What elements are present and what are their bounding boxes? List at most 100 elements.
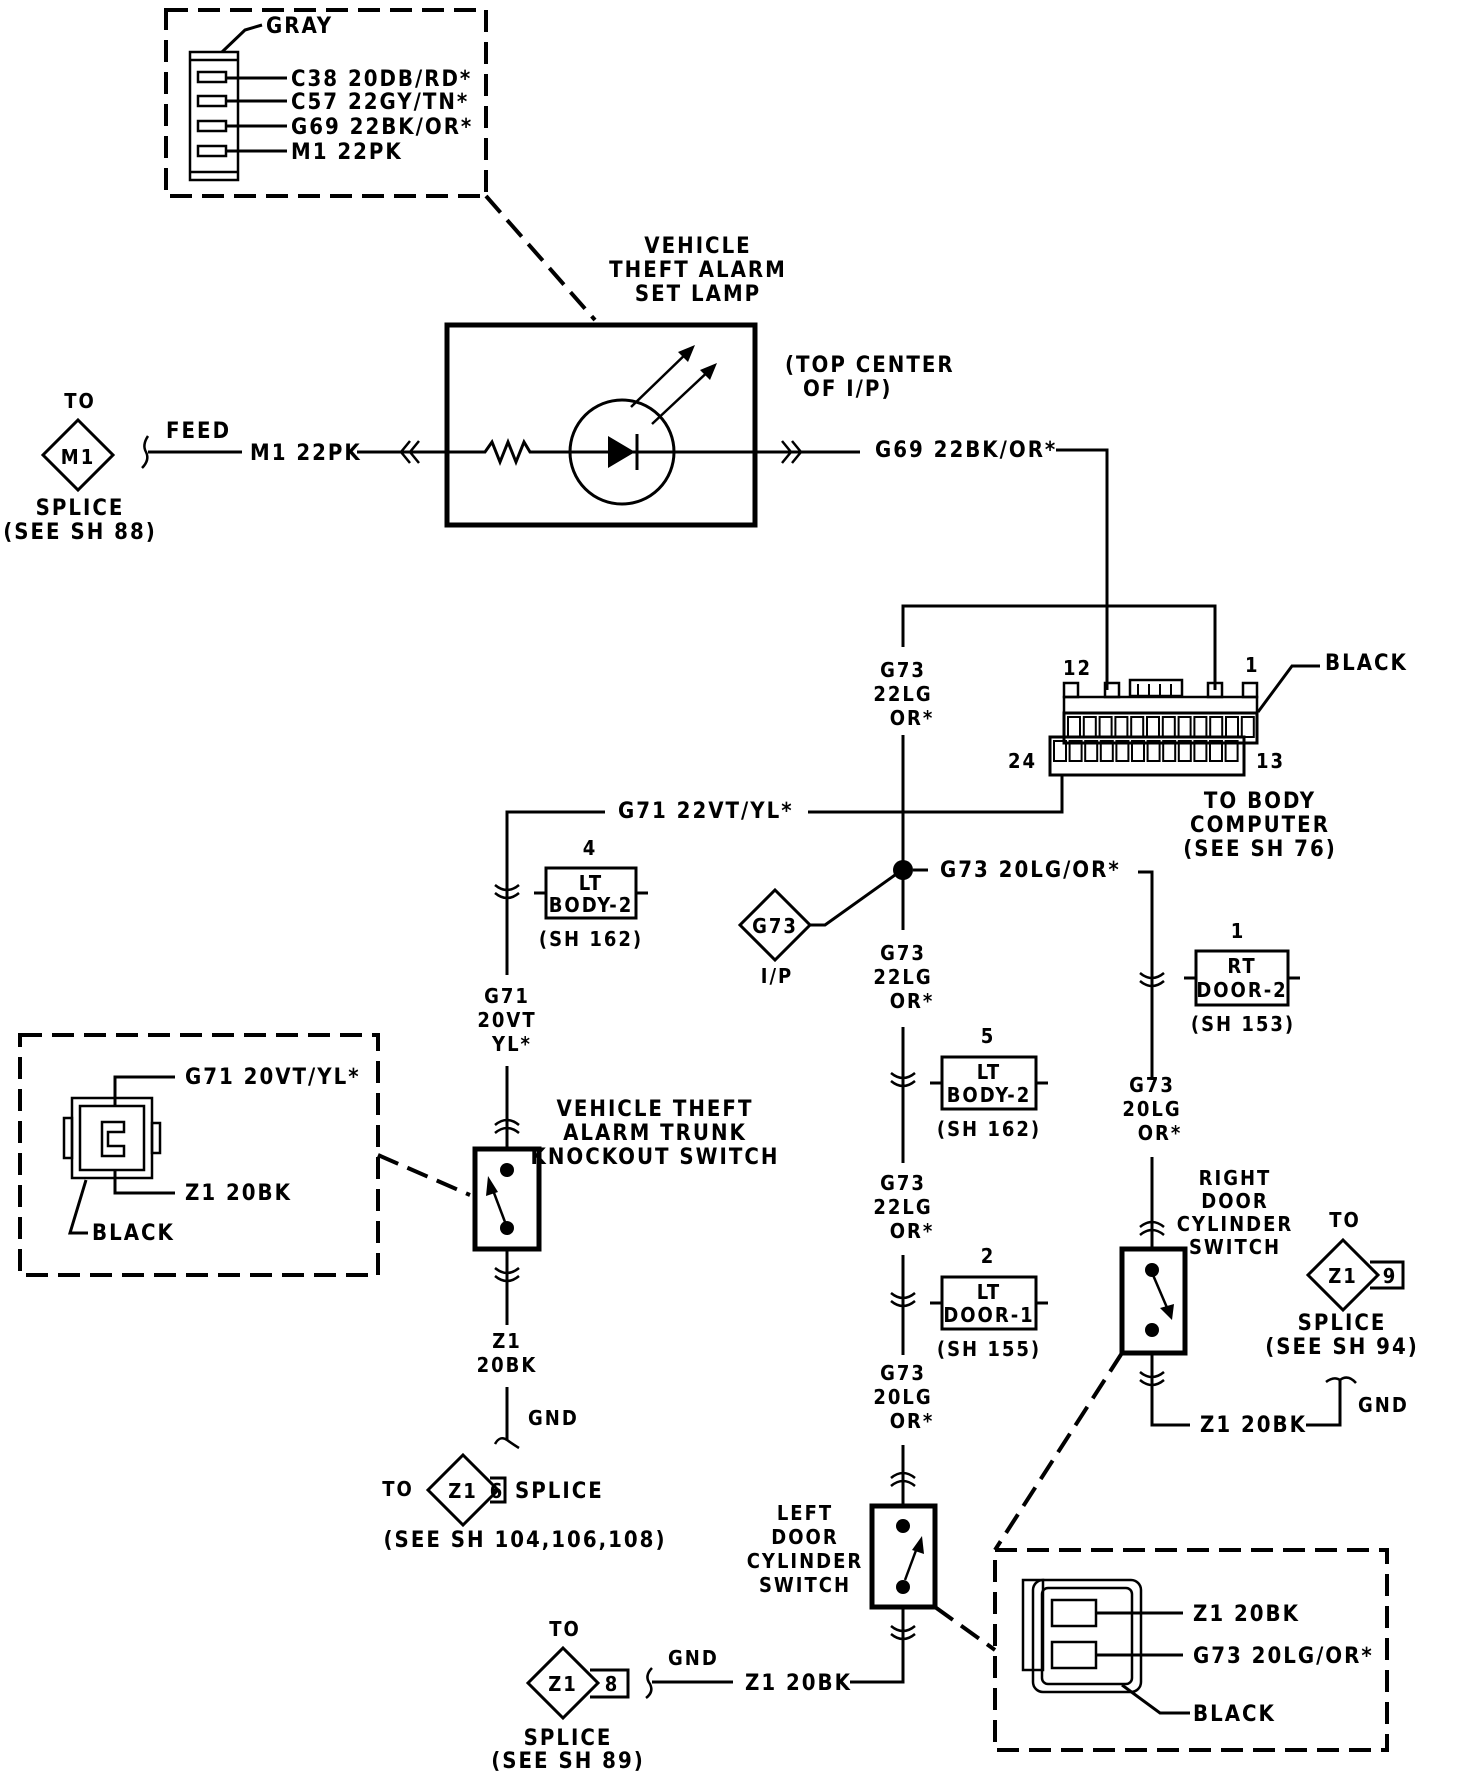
wire-label: OR*	[1138, 1121, 1183, 1145]
pin-label: Z1 20BK	[185, 1181, 292, 1206]
resistor-icon	[447, 437, 575, 467]
leader-arrow-icon	[67, 1179, 88, 1235]
m1-splice[interactable]: TO M1 SPLICE (SEE SH 88)	[3, 389, 157, 545]
pin-label: G71 20VT/YL*	[185, 1065, 361, 1090]
connector-label: LT	[977, 1280, 1001, 1304]
splice-number: 8	[605, 1672, 620, 1696]
splice-id: M1	[61, 445, 95, 469]
pin-label: M1 22PK	[291, 140, 403, 165]
wire-label: 20VT	[477, 1008, 536, 1032]
switch-label: LEFT	[777, 1501, 833, 1525]
connector-sheet: (SH 153)	[1191, 1012, 1295, 1036]
leader-arrow-icon	[1256, 664, 1320, 713]
inline-connector-1[interactable]: 1 RT DOOR-2 (SH 153)	[1184, 919, 1300, 1036]
wire-g71-right[interactable]	[808, 776, 1064, 814]
connector-pin-cell	[1146, 716, 1160, 738]
wire-z1-left[interactable]	[850, 1607, 905, 1684]
ground-id: G73	[752, 914, 798, 938]
connector-icon	[781, 440, 803, 464]
lamp-title: THEFT ALARM	[609, 258, 787, 283]
wire-label-g73-branch[interactable]: G73 20LG/OR*	[940, 858, 1121, 883]
switch-label: DOOR	[771, 1525, 838, 1549]
wire-label: OR*	[890, 1219, 935, 1243]
gnd-label: GND	[1358, 1393, 1409, 1417]
body-computer-connector[interactable]: 12 1 24 13 BLACK TO BODY COMPUTER (SEE S…	[1008, 651, 1408, 862]
z1-splice-8[interactable]: TO Z1 8 SPLICE (SEE SH 89)	[491, 1617, 645, 1774]
wire-label: 22LG	[873, 682, 932, 706]
connector-label: DOOR-2	[1196, 978, 1287, 1002]
diode-icon	[608, 436, 635, 468]
wire-label-g69[interactable]: G69 22BK/OR*	[875, 438, 1057, 463]
switch-arm-icon	[1151, 1274, 1170, 1311]
connector-icon	[1139, 972, 1165, 988]
connector-pin-cell	[1193, 740, 1208, 762]
body-computer-label: COMPUTER	[1190, 813, 1330, 838]
left-door-cylinder-switch[interactable]	[869, 1503, 938, 1610]
pin-number: 12	[1063, 656, 1092, 680]
wire-label[interactable]: Z1 20BK	[1200, 1413, 1307, 1438]
splice-sheet: (SEE SH 104,106,108)	[384, 1528, 667, 1553]
connector-label: LT	[977, 1060, 1001, 1084]
wire-label-g71[interactable]: G71 22VT/YL*	[618, 799, 794, 824]
lamp-location: OF I/P)	[803, 377, 892, 402]
pin-label: C38 20DB/RD*	[291, 67, 472, 92]
g73-ground-diamond[interactable]: G73 I/P	[737, 887, 813, 988]
connector-pin-cell	[1209, 716, 1224, 738]
splice-label: SPLICE	[36, 496, 125, 521]
pin-label: C57 22GY/TN*	[291, 90, 469, 115]
connector-pin-cell	[1131, 740, 1145, 762]
connector-pin-cell	[1240, 716, 1255, 738]
connector-label: RT	[1227, 954, 1256, 978]
wire-z1-right[interactable]	[1150, 1353, 1190, 1427]
detail-leader-line	[484, 194, 597, 322]
wire-label-m1[interactable]: M1 22PK	[250, 441, 362, 466]
inline-connector-2[interactable]: 2 LT DOOR-1 (SH 155)	[930, 1244, 1048, 1361]
wire-g73-right[interactable]	[1138, 870, 1154, 1080]
splice-number: 9	[1383, 1264, 1398, 1288]
connector-icon	[890, 1292, 916, 1308]
connector-icon	[1139, 1220, 1165, 1236]
connector-number: 1	[1231, 919, 1246, 943]
splice-junction-dot	[893, 860, 913, 880]
connector-pin-cell	[1053, 740, 1067, 762]
feed-label: FEED	[166, 419, 231, 444]
detail-leader-line	[377, 1153, 471, 1197]
z1-splice-9[interactable]: TO Z1 9 SPLICE (SEE SH 94)	[1265, 1208, 1419, 1360]
wire-g73-ground[interactable]	[810, 873, 896, 927]
wire-label: OR*	[890, 706, 935, 730]
wire-label: 20LG	[1122, 1097, 1181, 1121]
connector-number: 4	[583, 836, 598, 860]
to-label: TO	[64, 389, 96, 413]
ground-label: I/P	[761, 964, 793, 988]
switch-label: KNOCKOUT SWITCH	[531, 1145, 780, 1170]
connector-pin-cell	[1162, 740, 1177, 762]
inline-connector-5[interactable]: 5 LT BODY-2 (SH 162)	[930, 1024, 1048, 1141]
detail-leader-line	[933, 1605, 997, 1652]
inline-connector-4[interactable]: 4 LT BODY-2 (SH 162)	[534, 836, 648, 951]
pin-label: G73 20LG/OR*	[1193, 1644, 1374, 1669]
connector-pin-cell	[1084, 740, 1099, 762]
splice-sheet: (SEE SH 94)	[1265, 1335, 1419, 1360]
z1-splice-6[interactable]: TO Z1 6 SPLICE (SEE SH 104,106,108)	[382, 1452, 667, 1553]
connector-label: DOOR-1	[943, 1303, 1034, 1327]
switch-label: SWITCH	[1189, 1235, 1281, 1259]
connector-icon	[890, 1072, 916, 1088]
wire-label: G73	[880, 1171, 926, 1195]
connector-icon	[494, 1267, 520, 1283]
theft-alarm-set-lamp[interactable]: VEHICLE THEFT ALARM SET LAMP	[444, 234, 787, 528]
wire-label: YL*	[491, 1032, 532, 1056]
splice-diamond-icon	[525, 1645, 601, 1721]
right-door-cylinder-switch[interactable]	[1119, 1246, 1188, 1356]
trunk-knockout-switch[interactable]	[472, 1146, 542, 1252]
detail-box-border	[18, 1033, 380, 1277]
wire-g71-left[interactable]	[505, 810, 605, 900]
wire-g69-drop[interactable]	[1056, 448, 1109, 690]
connector-pin-cell	[1115, 740, 1130, 762]
connector-sheet: (SH 162)	[937, 1117, 1041, 1141]
splice-diamond-icon	[40, 417, 116, 493]
wire-break-icon	[1325, 1376, 1357, 1384]
wire-label[interactable]: Z1 20BK	[745, 1671, 852, 1696]
switch-label: CYLINDER	[1177, 1212, 1294, 1236]
wire-g73-top[interactable]	[901, 604, 1217, 690]
